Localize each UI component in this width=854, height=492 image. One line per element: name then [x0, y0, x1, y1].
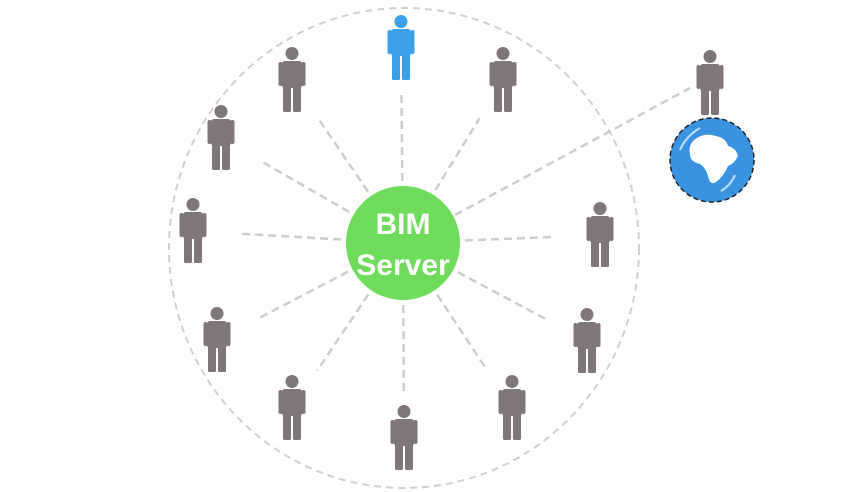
user-icon[interactable] — [203, 307, 231, 372]
user-icon[interactable] — [278, 375, 306, 440]
connection-line — [457, 271, 548, 321]
user-icon[interactable] — [390, 405, 418, 470]
connection-line — [259, 159, 350, 214]
connection-line — [256, 270, 349, 321]
user-icon[interactable] — [179, 198, 207, 263]
user-icon[interactable] — [586, 202, 614, 267]
user-icon[interactable] — [278, 47, 306, 112]
network-boundary-circle — [168, 7, 640, 489]
connection-line — [316, 293, 370, 372]
connection-line — [400, 92, 404, 182]
user-icon[interactable] — [498, 375, 526, 440]
connection-line — [454, 86, 691, 217]
user-icon[interactable] — [207, 105, 235, 170]
connection-line — [316, 116, 370, 193]
connection-line — [436, 294, 489, 372]
connection-line — [237, 232, 342, 241]
server-label-line2: Server — [356, 249, 450, 282]
user-icon[interactable] — [573, 308, 601, 373]
connection-line — [434, 117, 481, 191]
bim-server-node[interactable]: BIM Server — [346, 186, 460, 300]
globe-icon — [669, 117, 755, 203]
remote-user-icon[interactable] — [696, 50, 724, 115]
highlighted-user-icon[interactable] — [387, 15, 415, 80]
server-label-line1: BIM — [376, 208, 431, 241]
connection-line — [464, 235, 556, 242]
user-icon[interactable] — [489, 47, 517, 112]
